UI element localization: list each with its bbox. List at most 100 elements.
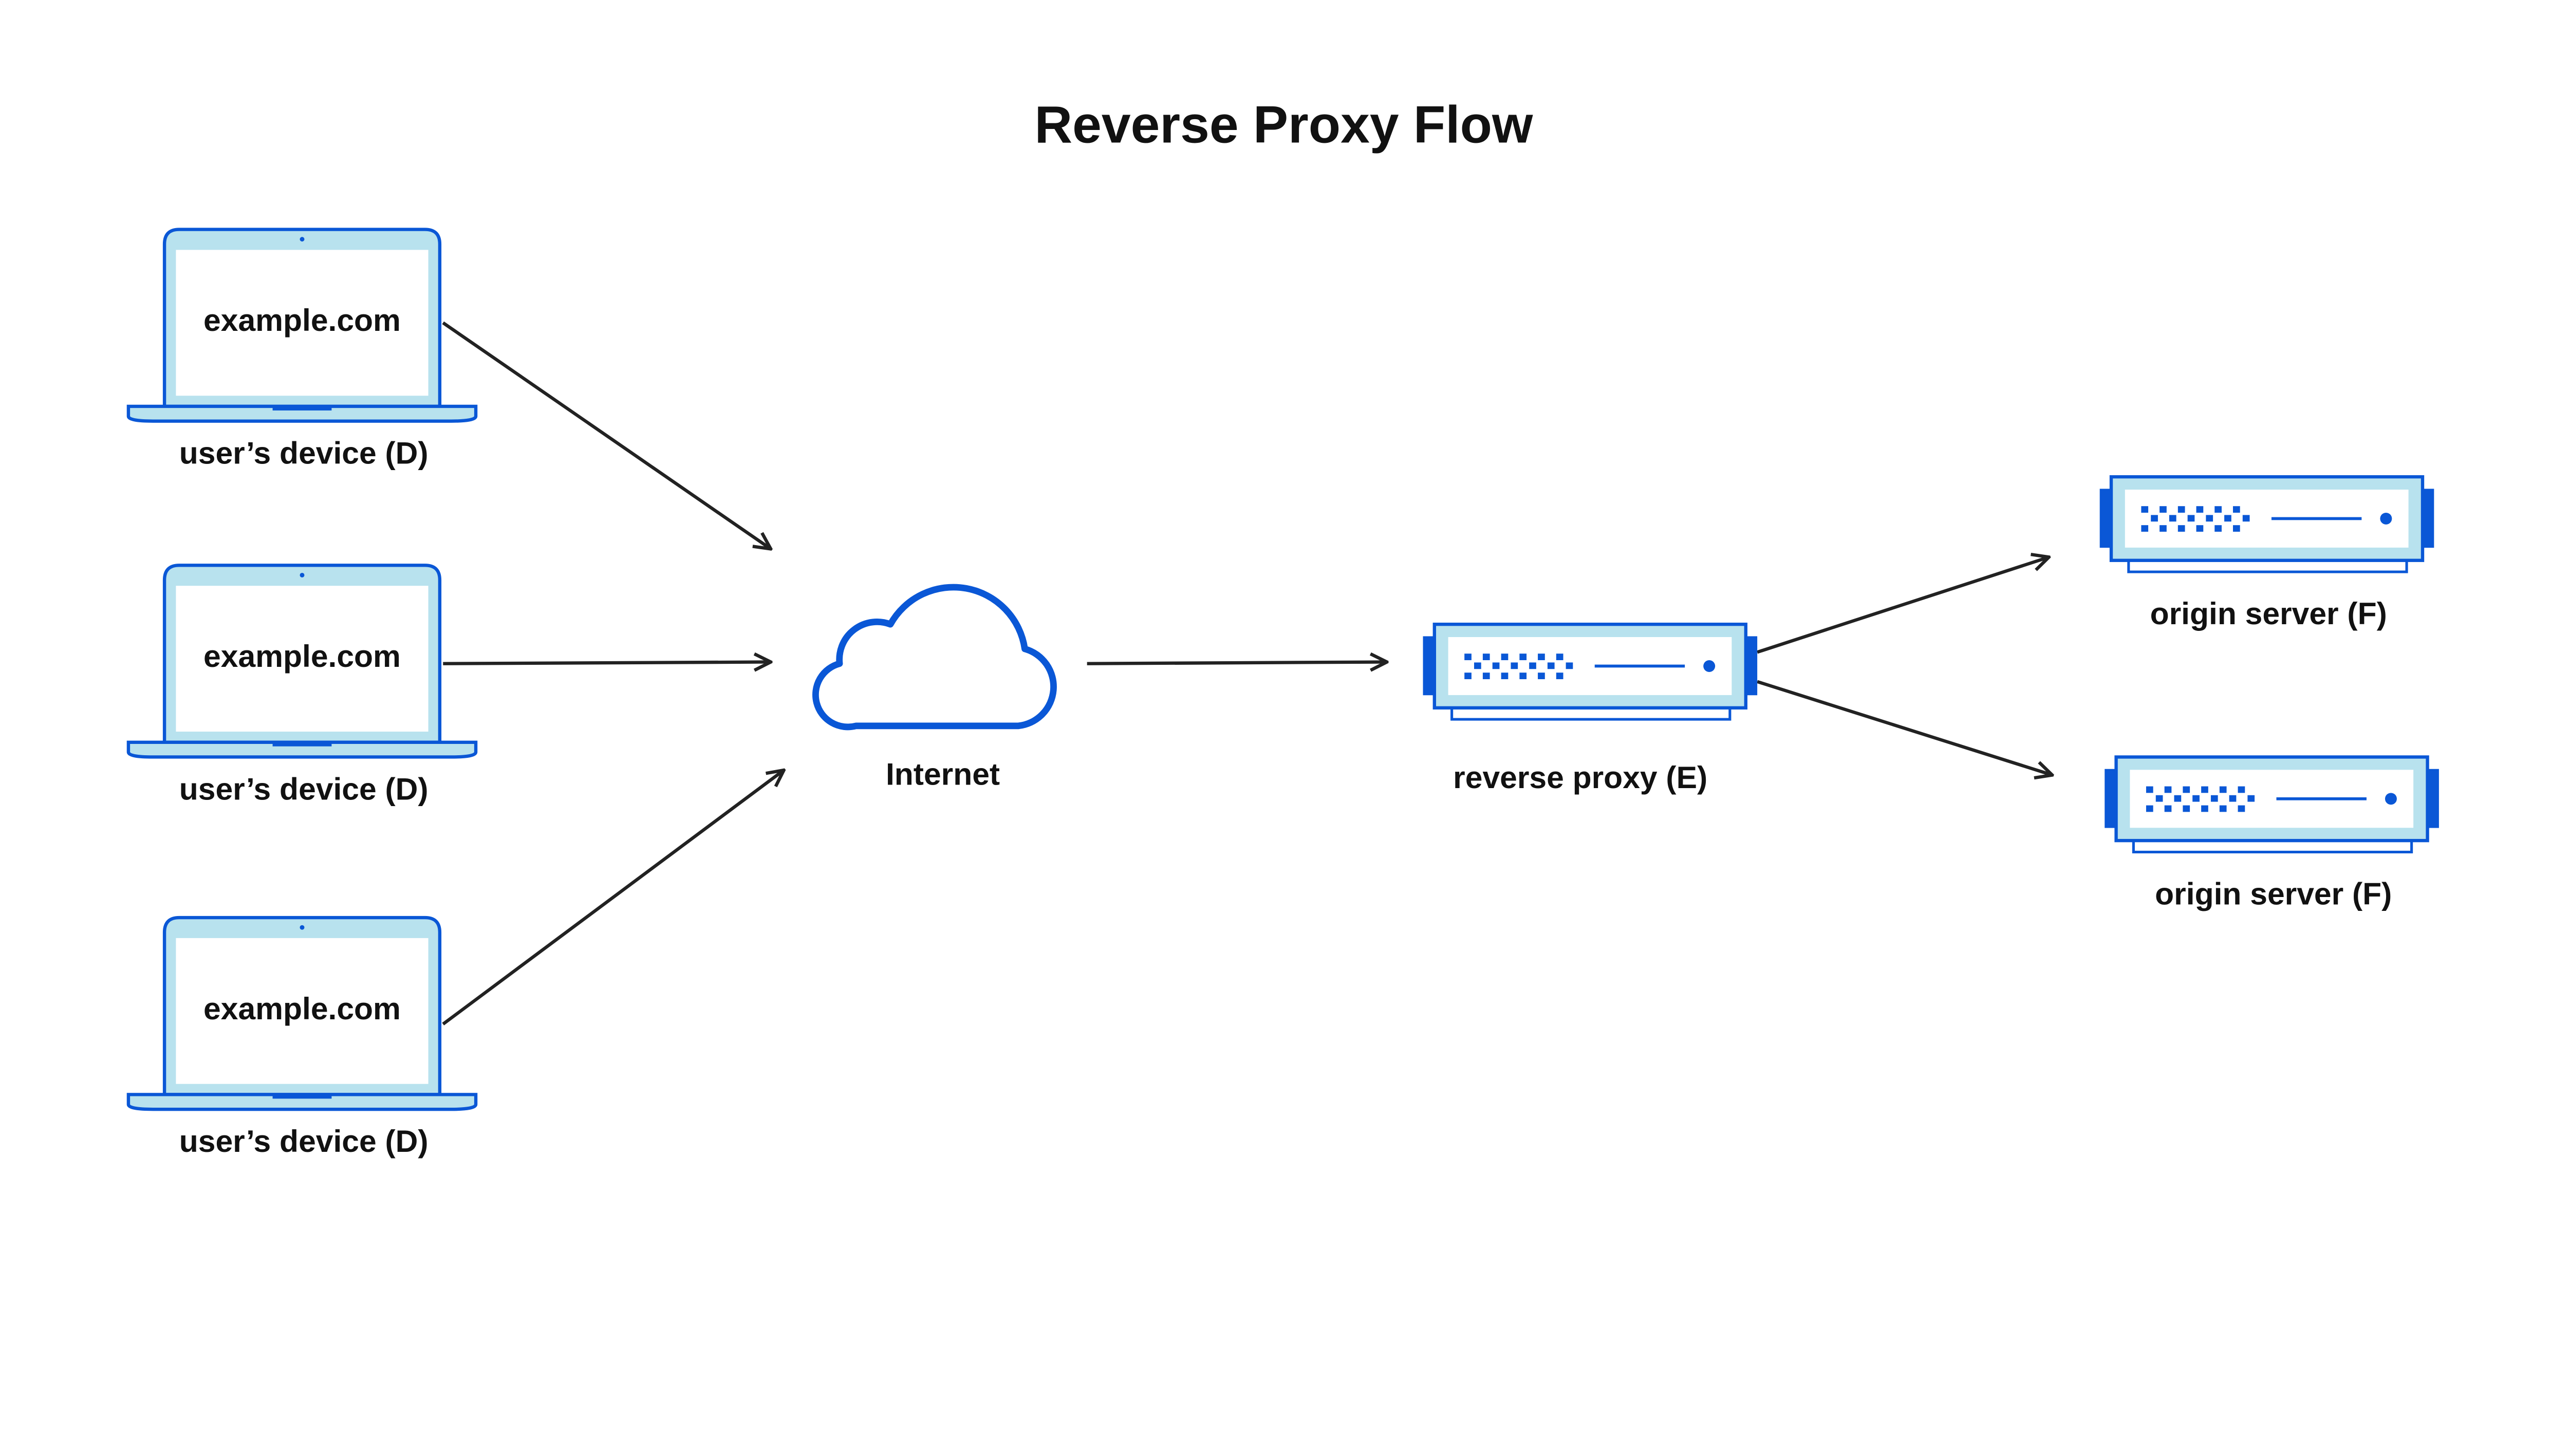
server-vent-dot [2232,506,2240,513]
server-vent-dot [2238,786,2245,793]
camera-dot [300,925,305,930]
camera-dot [300,572,305,577]
reverse-proxy-diagram: Reverse Proxy Flow example.com user’s dev… [126,95,2439,1159]
server-power-led [1703,660,1716,672]
server-slot [2276,797,2367,800]
server-vent-dot [2164,805,2172,812]
server-vent-dot [1464,654,1472,660]
server-vent-dot [1519,654,1527,660]
flow-arrow [442,321,771,549]
server-vent-dot [1464,673,1472,679]
server-vent-dot [2219,805,2227,812]
laptop-icon: example.com [126,916,478,1111]
server-base [2132,839,2413,854]
server-power-led [2385,793,2397,805]
server-base [1450,706,1732,721]
cloud-icon [812,584,1057,731]
server-vent-dot [2183,805,2190,812]
server-vent-dot [2196,525,2204,532]
server-vent-dot [2146,805,2153,812]
server-vent-dot [2141,525,2149,532]
proxy-server-icon [1423,622,1758,721]
server-vent-dot [2177,506,2185,513]
server-vent-dot [1482,654,1490,660]
server-vent-dot [2196,506,2204,513]
device-label: user’s device (D) [179,771,429,806]
server-panel [1448,637,1732,695]
server-vent-dot [1511,662,1518,669]
server-vent-dot [1538,654,1545,660]
server-vent-dot [1482,673,1490,679]
screen-url: example.com [203,303,401,338]
server-vent-dot [2201,786,2208,793]
camera-dot [300,237,305,242]
server-vent-dot [1519,673,1527,679]
server-vent-dot [2238,805,2245,812]
server-vent-dot [2229,795,2237,802]
server-vent-dot [1566,662,1573,669]
server-vent-dot [1492,662,1500,669]
server-vent-dot [1556,654,1563,660]
laptop-notch [272,742,332,746]
server-vent-dot [2155,795,2163,802]
server-panel [2130,770,2414,828]
server-vent-dot [2174,795,2182,802]
server-power-led [2380,512,2392,525]
diagram-title: Reverse Proxy Flow [1034,95,1533,154]
server-vent-dot [2224,515,2231,522]
device-label: user’s device (D) [179,1124,429,1159]
server-base [2127,559,2408,573]
server-right-ear [2422,489,2434,548]
laptop-base [126,404,478,423]
server-vent-dot [1501,654,1509,660]
server-vent-dot [1501,673,1509,679]
server-vent-dot [1474,662,1481,669]
origin-server-icon [2105,755,2439,854]
origin-label: origin server (F) [2150,596,2387,631]
server-vent-dot [2214,506,2222,513]
server-vent-dot [2177,525,2185,532]
server-vent-dot [2160,525,2167,532]
server-left-ear [2105,769,2116,828]
server-slot [2271,517,2362,520]
device-label: user’s device (D) [179,436,429,471]
server-vent-dot [2219,786,2227,793]
origin-label: origin server (F) [2155,876,2392,911]
server-vent-dot [2141,506,2149,513]
server-vent-dot [2232,525,2240,532]
laptop-icon: example.com [126,564,478,759]
flow-arrow [1087,662,1387,663]
internet-label: Internet [886,757,1000,792]
laptop-screen [176,938,429,1084]
server-vent-dot [2187,515,2195,522]
origin-server-icon [2099,475,2434,573]
server-panel [2125,489,2409,548]
laptop-icon: example.com [126,228,478,423]
server-vent-dot [2214,525,2222,532]
server-vent-dot [2151,515,2158,522]
laptop-screen [176,250,429,396]
server-vent-dot [2146,786,2153,793]
server-vent-dot [2247,795,2255,802]
laptop-screen [176,586,429,732]
laptop-base [126,1093,478,1111]
server-right-ear [2427,769,2439,828]
server-vent-dot [2183,786,2190,793]
server-left-ear [2099,489,2112,548]
screen-url: example.com [203,991,401,1026]
server-vent-dot [2210,795,2218,802]
server-vent-dot [2164,786,2172,793]
server-vent-dot [1538,673,1545,679]
laptop-base [126,740,478,759]
server-vent-dot [2192,795,2200,802]
server-vent-dot [1547,662,1555,669]
server-vent-dot [2169,515,2176,522]
flow-arrow [443,662,771,663]
flow-arrow [442,770,784,1025]
server-left-ear [1423,636,1435,696]
flow-arrow [1757,557,2049,654]
server-vent-dot [2206,515,2213,522]
laptop-notch [272,406,332,410]
proxy-label: reverse proxy (E) [1453,760,1707,795]
server-vent-dot [2242,515,2250,522]
